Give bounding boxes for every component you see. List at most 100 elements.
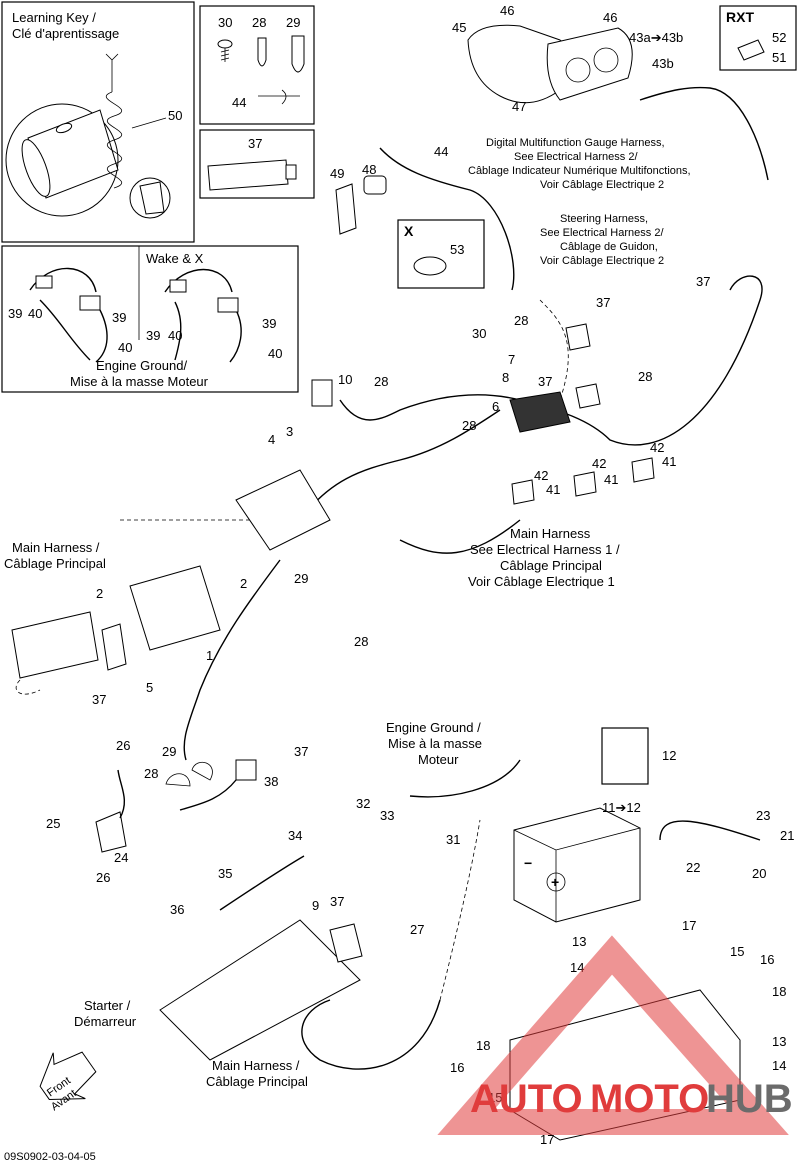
connector-right-a xyxy=(169,279,187,293)
callout-38: 38 xyxy=(264,774,278,789)
callout-30-top: 30 xyxy=(218,15,232,30)
main-harness-see-line3: Câblage Principal xyxy=(500,558,602,573)
dash-left-connector xyxy=(15,679,41,695)
callout-32: 32 xyxy=(356,796,370,811)
callout-29-a: 29 xyxy=(294,571,308,586)
callout-27: 27 xyxy=(410,922,424,937)
steering-line2: See Electrical Harness 2/ xyxy=(540,227,664,239)
callout-12: 12 xyxy=(662,748,676,763)
main-harness-cable xyxy=(301,999,441,1070)
learning-key-title-en: Learning Key / xyxy=(12,10,96,25)
callout-43b: 43b xyxy=(652,56,674,71)
callout-48: 48 xyxy=(362,162,376,177)
callout-28-top: 28 xyxy=(252,15,266,30)
callout-43a-43b: 43a➔43b xyxy=(629,30,683,45)
gauge-harness-line2: See Electrical Harness 2/ xyxy=(514,151,638,163)
callout-30: 30 xyxy=(472,326,486,341)
callout-7: 7 xyxy=(508,352,515,367)
gauge-harness-wire xyxy=(639,86,769,181)
callout-18-a: 18 xyxy=(772,984,786,999)
callout-41-a: 41 xyxy=(546,482,560,497)
gauge-harness-line3: Câblage Indicateur Numérique Multifoncti… xyxy=(468,165,691,177)
steering-line4: Voir Câblage Electrique 2 xyxy=(540,255,664,267)
clip-41c xyxy=(631,457,655,483)
engine-ground-bottom-line2: Mise à la masse xyxy=(388,736,482,751)
cable-tie-icon xyxy=(258,89,300,105)
callout-2-a: 2 xyxy=(96,586,103,601)
main-harness-left-line2: Câblage Principal xyxy=(4,556,106,571)
callout-20: 20 xyxy=(752,866,766,881)
callout-35: 35 xyxy=(218,866,232,881)
key-cylinder xyxy=(21,109,119,199)
callout-53: 53 xyxy=(450,242,464,257)
callout-2-b: 2 xyxy=(240,576,247,591)
main-harness-middle xyxy=(299,409,501,521)
callout-8: 8 xyxy=(502,370,509,385)
callout-40-l1: 40 xyxy=(28,306,42,321)
x-title: X xyxy=(404,223,414,239)
starter-label-fr: Démarreur xyxy=(74,1014,137,1029)
connector-left-b xyxy=(79,295,101,311)
callout-15-a: 15 xyxy=(730,944,744,959)
clip-28-g xyxy=(165,773,191,787)
steering-harness: 44 48 49 Steering Harness, See Electrica… xyxy=(330,144,664,291)
watermark-logo: AUTO MOTO HUB xyxy=(437,935,793,1135)
main-harness-see-line4: Voir Câblage Electrique 1 xyxy=(468,574,615,589)
main-harness-see-line1: Main Harness xyxy=(510,526,591,541)
callout-4: 4 xyxy=(268,432,275,447)
lower-left-parts: 26 29 28 37 38 25 24 26 xyxy=(46,738,308,885)
callout-41-b: 41 xyxy=(604,472,618,487)
key-detail-tip xyxy=(139,181,165,215)
svg-text:+: + xyxy=(551,874,559,890)
dash-to-battery xyxy=(439,819,481,1001)
relay-5 xyxy=(101,623,127,671)
callout-36: 36 xyxy=(170,902,184,917)
callout-17-b: 17 xyxy=(540,1132,554,1147)
callout-9: 9 xyxy=(312,898,319,913)
callout-46a: 46 xyxy=(500,3,514,18)
main-harness-see-line2: See Electrical Harness 1 / xyxy=(470,542,620,557)
callout-28-d: 28 xyxy=(462,418,476,433)
gauge-assembly: 45 46 46 43a➔43b 43b 47 Digital Multifun… xyxy=(452,3,769,191)
callout-28-f: 28 xyxy=(354,634,368,649)
callout-24: 24 xyxy=(114,850,128,865)
callout-37-c: 37 xyxy=(92,692,106,707)
callout-14-b: 14 xyxy=(772,1058,786,1073)
callout-16-b: 16 xyxy=(450,1060,464,1075)
callout-40-r1: 40 xyxy=(168,328,182,343)
main-harness-upper xyxy=(339,275,763,446)
steering-line1: Steering Harness, xyxy=(560,213,648,225)
voltage-regulator-6 xyxy=(509,391,571,433)
callout-25: 25 xyxy=(46,816,60,831)
battery-assembly: − + 12 11➔12 23 21 22 20 17 15 13 14 16 … xyxy=(450,274,794,1147)
callout-10: 10 xyxy=(338,372,352,387)
callout-17-a: 17 xyxy=(682,918,696,933)
clip-41a xyxy=(511,479,535,505)
ring-53 xyxy=(413,256,447,276)
callout-46b: 46 xyxy=(603,10,617,25)
small-parts-panel: 30 28 29 44 xyxy=(199,5,315,125)
callout-23: 23 xyxy=(756,808,770,823)
main-harness-branch xyxy=(399,519,521,554)
watermark-triangle xyxy=(437,935,789,1135)
dash-to-regulator xyxy=(539,299,569,401)
grease-tube-icon xyxy=(207,159,289,191)
callout-50: 50 xyxy=(168,108,182,123)
callout-47: 47 xyxy=(512,99,526,114)
hardware-box-12 xyxy=(601,727,649,785)
connector-38 xyxy=(235,759,257,781)
callout-28-e: 28 xyxy=(374,374,388,389)
screw-icon xyxy=(217,39,233,62)
ground-cable-31 xyxy=(409,759,521,798)
callout-3: 3 xyxy=(286,424,293,439)
callout-13-a: 13 xyxy=(572,934,586,949)
footer-code: 09S0902-03-04-05 xyxy=(4,1151,96,1163)
connector-48 xyxy=(363,175,387,195)
cable-22 xyxy=(659,820,761,841)
callout-28-c: 28 xyxy=(638,369,652,384)
watermark-text-hub: HUB xyxy=(706,1077,793,1121)
starter-body xyxy=(159,919,361,1061)
connector-right-b xyxy=(217,297,239,313)
engine-ground-en: Engine Ground/ xyxy=(96,358,187,373)
tie-clamp-icon xyxy=(257,37,267,67)
